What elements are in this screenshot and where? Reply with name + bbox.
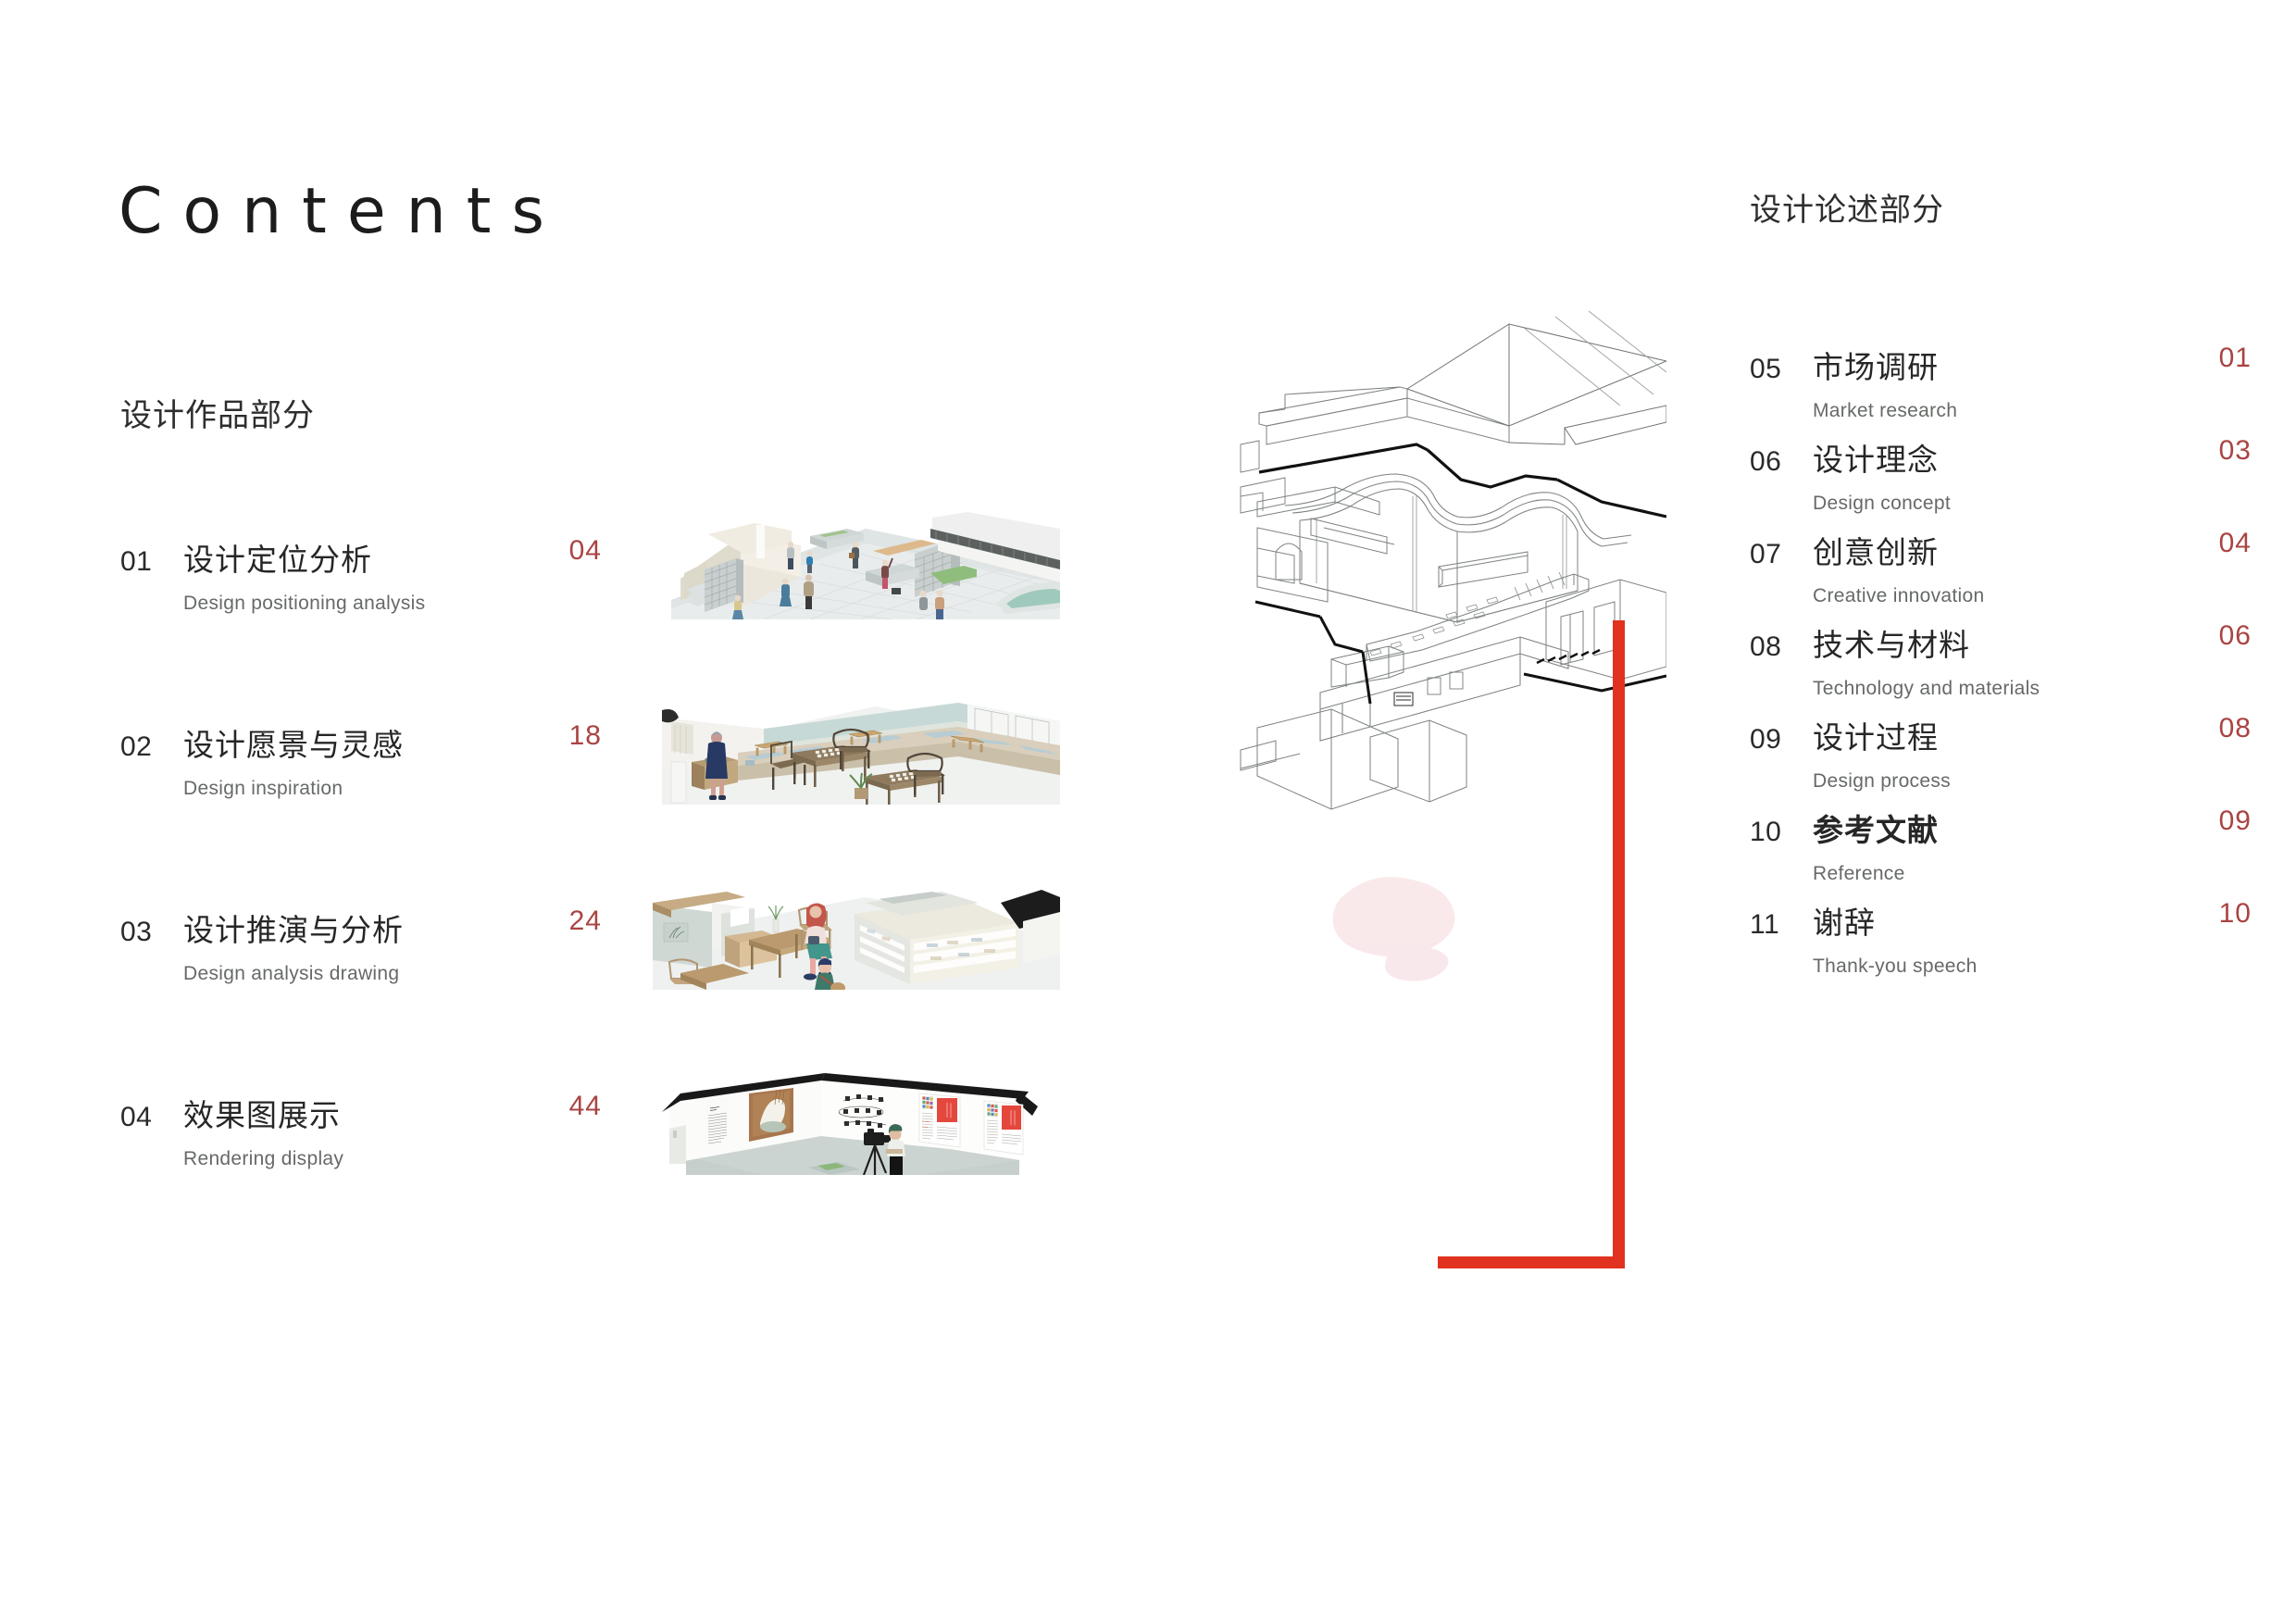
toc-item-number: 04 (120, 1102, 153, 1132)
toc-item-subtitle-en: Design process (1813, 770, 1951, 792)
toc-item[interactable]: 09 设计过程 Design process 08 (1750, 713, 2251, 806)
toc-item-heading-row: 03 设计推演与分析 (120, 906, 602, 950)
toc-item-title-zh: 设计定位分析 (183, 543, 372, 577)
toc-item-subtitle-en: Thank-you speech (1813, 956, 1978, 977)
toc-item-page-number: 18 (568, 720, 602, 751)
section-heading-design-works: 设计作品部分 (120, 398, 315, 433)
toc-item[interactable]: 05 市场调研 Market research 01 (1750, 343, 2251, 435)
toc-item-title-zh: 谢辞 (1813, 906, 1876, 940)
toc-item-page-number: 10 (2218, 898, 2252, 929)
courtyard-building-axonometric (1231, 306, 1666, 1305)
red-accent-horizontal (1438, 1256, 1625, 1268)
toc-item-title-zh: 设计过程 (1813, 720, 1939, 755)
toc-item-heading-row: 02 设计愿景与灵感 (120, 720, 602, 765)
toc-item[interactable]: 04 效果图展示 Rendering display 44 (120, 1091, 602, 1276)
toc-item-number: 07 (1750, 539, 1782, 569)
toc-item-subtitle-en: Design positioning analysis (183, 593, 426, 614)
toc-item-title-zh: 市场调研 (1813, 350, 1939, 384)
toc-item-subtitle-en: Creative innovation (1813, 585, 1985, 606)
toc-item-page-number: 04 (568, 535, 602, 566)
toc-item-page-number: 09 (2218, 806, 2252, 836)
page-title: Contents (119, 175, 565, 248)
toc-item[interactable]: 11 谢辞 Thank-you speech 10 (1750, 898, 2251, 991)
toc-item-page-number: 06 (2218, 620, 2252, 651)
toc-item-number: 01 (120, 546, 153, 577)
red-accent-rule (1438, 620, 1625, 1268)
toc-item-title-zh: 技术与材料 (1813, 628, 1970, 662)
toc-item[interactable]: 07 创意创新 Creative innovation 04 (1750, 528, 2251, 620)
toc-item-number: 02 (120, 731, 153, 762)
toc-item-number: 03 (120, 917, 153, 947)
toc-item-heading-row: 10 参考文献 (1750, 806, 2231, 850)
toc-item-title-zh: 设计推演与分析 (183, 913, 404, 947)
toc-item-number: 08 (1750, 631, 1782, 662)
toc-item-subtitle-en: Market research (1813, 400, 1958, 421)
toc-item-heading-row: 05 市场调研 (1750, 343, 2231, 387)
toc-list-design-works: 01 设计定位分析 Design positioning analysis 04 02 设… (120, 535, 602, 1276)
toc-item-number: 06 (1750, 446, 1782, 477)
red-accent-vertical (1613, 620, 1625, 1268)
toc-item-heading-row: 06 设计理念 (1750, 435, 2231, 480)
toc-item[interactable]: 01 设计定位分析 Design positioning analysis 04 (120, 535, 602, 720)
toc-item-number: 11 (1750, 909, 1780, 940)
toc-item-heading-row: 07 创意创新 (1750, 528, 2231, 572)
gallery-exhibition-thumbnail[interactable] (653, 1068, 1060, 1175)
toc-item-subtitle-en: Design analysis drawing (183, 963, 400, 984)
toc-item-subtitle-en: Design inspiration (183, 778, 343, 799)
toc-item-subtitle-en: Design concept (1813, 493, 1951, 514)
toc-item[interactable]: 10 参考文献 Reference 09 (1750, 806, 2251, 898)
toc-item-heading-row: 11 谢辞 (1750, 898, 2231, 943)
toc-item[interactable]: 03 设计推演与分析 Design analysis drawing 24 (120, 906, 602, 1091)
toc-item-title-zh: 设计愿景与灵感 (183, 728, 404, 762)
toc-item-page-number: 04 (2218, 528, 2252, 558)
toc-item-heading-row: 04 效果图展示 (120, 1091, 602, 1135)
toc-item[interactable]: 06 设计理念 Design concept 03 (1750, 435, 2251, 528)
toc-item-title-zh: 参考文献 (1813, 813, 1939, 847)
toc-item-number: 05 (1750, 354, 1782, 384)
toc-item-title-zh: 效果图展示 (183, 1098, 341, 1132)
toc-item-heading-row: 09 设计过程 (1750, 713, 2231, 757)
toc-item-number: 10 (1750, 817, 1782, 847)
toc-item-page-number: 44 (568, 1091, 602, 1121)
toc-item[interactable]: 02 设计愿景与灵感 Design inspiration 18 (120, 720, 602, 906)
section-heading-design-discourse: 设计论述部分 (1750, 193, 1944, 228)
toc-item-heading-row: 08 技术与材料 (1750, 620, 2231, 665)
toc-item-page-number: 24 (568, 906, 602, 936)
toc-item[interactable]: 08 技术与材料 Technology and materials 06 (1750, 620, 2251, 713)
toc-item-page-number: 03 (2218, 435, 2252, 466)
teahouse-interior-thumbnail[interactable] (653, 697, 1060, 805)
toc-list-design-discourse: 05 市场调研 Market research 01 06 设计理念 Design conc… (1750, 343, 2251, 991)
toc-item-page-number: 01 (2218, 343, 2252, 373)
toc-item-heading-row: 01 设计定位分析 (120, 535, 602, 580)
toc-item-subtitle-en: Technology and materials (1813, 678, 2040, 699)
toc-item-subtitle-en: Reference (1813, 863, 1905, 884)
cafe-reading-room-thumbnail[interactable] (653, 882, 1060, 990)
toc-item-title-zh: 创意创新 (1813, 535, 1939, 569)
toc-item-page-number: 08 (2218, 713, 2252, 743)
plaza-axonometric-thumbnail[interactable] (653, 512, 1060, 619)
toc-item-title-zh: 设计理念 (1813, 443, 1939, 477)
toc-item-number: 09 (1750, 724, 1782, 755)
toc-item-subtitle-en: Rendering display (183, 1148, 344, 1169)
